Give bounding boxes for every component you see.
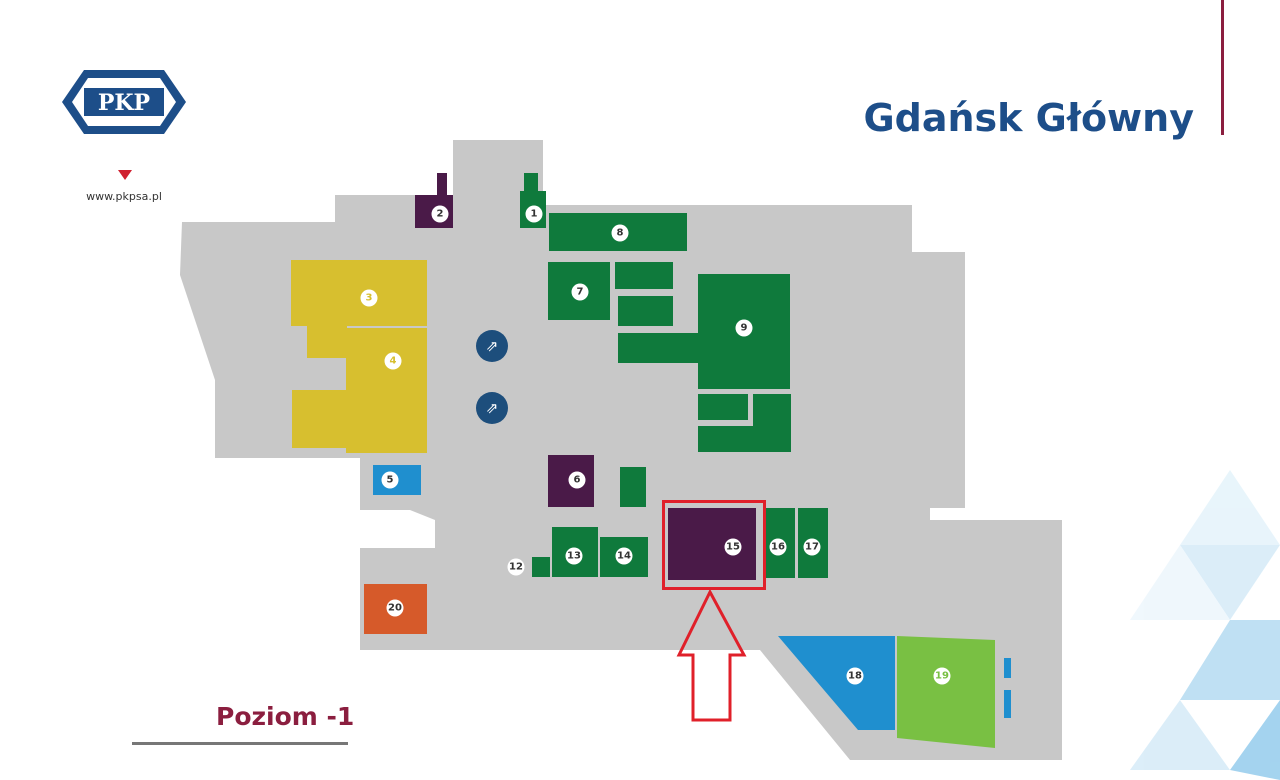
unit-label: 4 — [384, 352, 402, 370]
unit-9d[interactable] — [698, 426, 791, 452]
page-title: Gdańsk Główny — [863, 96, 1194, 140]
unit-label: 3 — [360, 289, 378, 307]
divider — [132, 742, 348, 745]
unit-label: 1 — [525, 205, 543, 223]
unit-label: 17 — [803, 538, 821, 556]
unit-label: 6 — [568, 471, 586, 489]
unit-12[interactable] — [532, 557, 550, 577]
svg-text:PKP: PKP — [98, 90, 150, 116]
unit-label: 14 — [615, 547, 633, 565]
unit-4b[interactable] — [292, 390, 364, 448]
level-label: Poziom -1 — [216, 702, 355, 731]
escalator-icon: ⇗ — [476, 330, 508, 362]
unit-label: 16 — [769, 538, 787, 556]
unit-label: 15 — [724, 538, 742, 556]
divider — [1221, 0, 1224, 135]
unit-7b[interactable] — [615, 262, 673, 289]
unit-3[interactable] — [291, 260, 427, 326]
unit-label: 12 — [507, 558, 525, 576]
unit-label: 19 — [933, 667, 951, 685]
unit-label: 8 — [611, 224, 629, 242]
unit-label: 2 — [431, 205, 449, 223]
unit-label: 20 — [386, 599, 404, 617]
triangle-icon — [118, 170, 132, 180]
unit-15[interactable] — [668, 508, 756, 580]
website-link[interactable]: www.pkpsa.pl — [86, 190, 162, 203]
unit-label: 7 — [571, 283, 589, 301]
highlight-box — [662, 500, 766, 590]
unit-label: 13 — [565, 547, 583, 565]
escalator-icon: ⇗ — [476, 392, 508, 424]
unit-6b[interactable] — [620, 467, 646, 507]
decorative-triangles — [1130, 470, 1280, 780]
unit-18 — [778, 636, 895, 730]
unit-19-annex — [1004, 658, 1011, 678]
unit-label: 5 — [381, 471, 399, 489]
unit-3b[interactable] — [307, 326, 347, 358]
unit-9b[interactable] — [698, 394, 748, 420]
arrow-up-icon — [676, 588, 747, 722]
unit-7d[interactable] — [618, 333, 698, 363]
unit-19 — [897, 636, 995, 748]
unit-label: 9 — [735, 319, 753, 337]
pkp-logo[interactable]: PKP — [62, 70, 186, 134]
unit-label: 18 — [846, 667, 864, 685]
unit-7c[interactable] — [618, 296, 673, 326]
